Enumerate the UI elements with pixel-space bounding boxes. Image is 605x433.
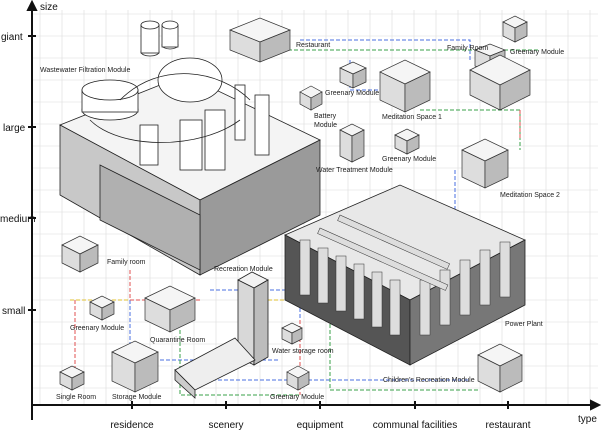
family-room-left-drawing <box>61 235 99 273</box>
label-meditation-2: Meditation Space 2 <box>500 192 560 199</box>
label-family-room-left: Family room <box>107 259 146 266</box>
water-storage-drawing <box>281 322 303 345</box>
x-label-scenery: scenery <box>208 420 243 431</box>
label-meditation-1: Meditation Space 1 <box>382 114 442 121</box>
x-label-restaurant: restaurant <box>485 420 530 431</box>
label-battery-1: Battery <box>314 113 337 120</box>
x-label-residence: residence <box>110 420 154 431</box>
label-greenary-center: Greenary Module <box>382 156 436 163</box>
battery-drawing <box>299 85 323 111</box>
connection-line-red <box>74 110 521 395</box>
x-axis-title: type <box>578 414 597 425</box>
x-label-equipment: equipment <box>297 420 344 431</box>
module-labels: Wastewater Filtration Module Restaurant … <box>40 42 564 401</box>
label-quarantine: Quarantine Room <box>150 337 205 344</box>
y-label-medium: medium <box>0 214 36 225</box>
greenary-mid-drawing <box>339 61 367 89</box>
childrens-recreation-drawing <box>477 343 523 393</box>
label-childrens-recreation: Children's Recreation Module <box>383 377 475 384</box>
label-greenary-top: Greenary Module <box>510 49 564 56</box>
meditation-1-drawing <box>379 59 431 113</box>
label-battery-2: Module <box>314 122 337 129</box>
label-greenary-left: Greenary Module <box>70 325 124 332</box>
storage-drawing <box>111 340 159 393</box>
axes <box>26 0 602 420</box>
label-wastewater: Wastewater Filtration Module <box>40 67 130 74</box>
restaurant-top-drawing <box>229 17 291 63</box>
label-recreation: Recreation Module <box>214 266 273 273</box>
y-label-small: small <box>2 306 25 317</box>
label-water-storage: Water storage room <box>272 348 334 355</box>
greenary-top-drawing <box>502 15 528 43</box>
label-family-room-top: Family Room <box>447 45 488 52</box>
water-treatment-drawing <box>339 123 365 163</box>
label-greenary-bottom: Greenary Module <box>270 394 324 401</box>
greenary-center-drawing <box>394 128 420 155</box>
label-storage: Storage Module <box>112 394 162 401</box>
wastewater-filtration-module-drawing <box>59 20 321 276</box>
y-label-giant: giant <box>1 32 23 43</box>
y-axis-arrow <box>26 0 38 11</box>
label-power-plant: Power Plant <box>505 321 543 328</box>
label-restaurant-top: Restaurant <box>296 42 330 49</box>
recreation-module-drawing <box>174 271 269 399</box>
greenary-left-drawing <box>89 295 115 321</box>
meditation-top-right-drawing <box>469 54 531 111</box>
meditation-2-drawing <box>461 138 509 189</box>
label-single-room: Single Room <box>56 394 96 401</box>
x-axis-arrow <box>590 399 602 411</box>
quarantine-drawing <box>144 285 196 333</box>
label-water-treatment: Water Treatment Module <box>316 167 393 174</box>
power-plant-drawing <box>284 184 526 366</box>
y-axis-title: size <box>40 2 58 13</box>
x-label-communal: communal facilities <box>373 420 457 431</box>
single-room-drawing <box>59 365 85 391</box>
label-greenary-mid: Greenary Module <box>325 90 379 97</box>
y-label-large: large <box>3 123 26 134</box>
greenary-bottom-drawing <box>286 365 310 391</box>
small-module-drawings <box>59 15 531 393</box>
